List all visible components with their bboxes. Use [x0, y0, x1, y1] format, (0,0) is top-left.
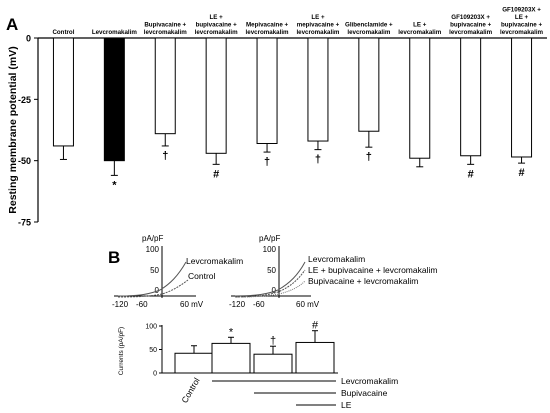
trace-right-label: LE + bupivacaine + levcromakalim	[308, 265, 437, 275]
panel-b-letter: B	[108, 248, 120, 267]
y-tick-label: -25	[18, 95, 31, 105]
category-label: GF109203X +	[451, 14, 490, 21]
panel-b: B pA/pF 100 50 0 -120 -60 60 mV Levcroma…	[108, 234, 437, 410]
trace-plot-left: pA/pF 100 50 0 -120 -60 60 mV Levcromaka…	[112, 234, 243, 309]
category-label: levcromakalim	[246, 29, 289, 36]
trace-left-ytick: 0	[155, 286, 160, 295]
trace-left-xtick: -60	[136, 300, 148, 309]
bar	[358, 37, 380, 132]
trace-right-label: Bupivacaine + levcromakalim	[308, 276, 418, 286]
significance-marker: *	[229, 326, 234, 338]
category-label: LE +	[515, 14, 529, 21]
category-label: Bupivacaine +	[144, 22, 186, 29]
significance-marker: †	[315, 154, 321, 166]
panel-a-bars: * † # † † † # #	[52, 37, 533, 191]
significance-marker: †	[162, 150, 168, 162]
significance-marker: #	[518, 167, 524, 179]
significance-marker: *	[112, 179, 117, 191]
category-label: bupivacaine +	[501, 22, 542, 29]
treatment-label: LE	[341, 400, 352, 410]
trace-right-ytick: 0	[272, 286, 277, 295]
significance-marker: †	[270, 335, 276, 347]
y-tick-label: 0	[26, 34, 31, 44]
trace-right-label: Levcromakalim	[308, 254, 365, 264]
category-label: bupivacaine +	[196, 22, 237, 29]
trace-left-ytick: 100	[146, 245, 160, 254]
y-tick-label: -75	[18, 218, 31, 228]
category-label: levcromakalim	[195, 29, 238, 36]
category-label: levcromakalim	[347, 29, 390, 36]
significance-marker: #	[468, 168, 474, 180]
bar	[511, 37, 533, 158]
currents-bar	[295, 341, 335, 374]
category-label: LE +	[311, 14, 325, 21]
currents-category-labels: Control	[179, 376, 201, 405]
bar	[154, 37, 176, 135]
category-label: Control	[52, 29, 74, 36]
panel-a-letter: A	[6, 15, 18, 34]
trace-plot-right: pA/pF 100 50 0 -120 -60 60 mV Levcromaka…	[229, 234, 437, 309]
currents-y-tick-label: 100	[145, 324, 157, 331]
trace-left-xtick: 60 mV	[180, 300, 204, 309]
trace-left-levcromakalim-curve	[117, 261, 187, 297]
category-label: GF109203X +	[502, 7, 541, 14]
significance-marker: #	[213, 168, 219, 180]
bar	[205, 37, 227, 154]
category-label: levcromakalim	[449, 29, 492, 36]
trace-right-xtick: -60	[253, 300, 265, 309]
currents-bar	[174, 352, 214, 374]
category-label: LE +	[210, 14, 224, 21]
significance-marker: #	[312, 320, 319, 332]
trace-right-levcromakalim-curve	[234, 261, 306, 297]
currents-y-axis-label: Currents (pA/pF)	[118, 327, 125, 375]
bar	[256, 37, 278, 144]
category-label: mepivacaine +	[297, 22, 340, 29]
trace-left-label: Levcromakalim	[186, 256, 243, 266]
trace-right-ytick: 100	[263, 245, 277, 254]
bar	[52, 37, 74, 147]
bar	[460, 37, 482, 157]
significance-marker: †	[264, 156, 270, 168]
trace-left-label: Control	[188, 271, 216, 281]
category-label: levcromakalim	[296, 29, 339, 36]
trace-left-ytick: 50	[150, 266, 159, 275]
trace-left-unit: pA/pF	[142, 234, 163, 243]
trace-right-xtick: -120	[229, 300, 246, 309]
bar	[409, 37, 431, 159]
panel-a: A Resting membrane potential (mV) 0 -25 -5…	[6, 7, 547, 228]
trace-right-xtick: 60 mV	[296, 300, 320, 309]
category-label: levcromakalim	[500, 29, 543, 36]
currents-y-tick-label: 0	[153, 371, 157, 378]
currents-y-tick-label: 50	[149, 347, 157, 354]
currents-bar	[211, 342, 251, 374]
treatment-label: Levcromakalim	[341, 376, 398, 386]
category-label: bupivacaine +	[450, 22, 491, 29]
y-axis-label: Resting membrane potential (mV)	[7, 46, 19, 213]
trace-left-xtick: -120	[112, 300, 129, 309]
trace-right-ytick: 50	[267, 266, 276, 275]
category-label: LE +	[413, 22, 427, 29]
trace-left-control-curve	[117, 279, 189, 298]
category-label: Glibenclamide +	[345, 22, 393, 29]
currents-bars: * † #	[174, 320, 335, 374]
y-tick-label: -50	[18, 156, 31, 166]
currents-bar	[253, 353, 293, 374]
currents-category-label: Control	[179, 376, 201, 405]
bar	[103, 37, 125, 162]
bar	[307, 37, 329, 142]
trace-right-bupivacaine-curve	[234, 280, 306, 298]
trace-right-unit: pA/pF	[259, 234, 280, 243]
category-label: levcromakalim	[398, 29, 441, 36]
category-label: Levcromakalim	[92, 29, 138, 36]
treatment-label: Bupivacaine	[341, 388, 388, 398]
significance-marker: †	[366, 151, 372, 163]
category-label: levcromakalim	[144, 29, 187, 36]
category-label: Mepivacaine +	[246, 22, 289, 29]
